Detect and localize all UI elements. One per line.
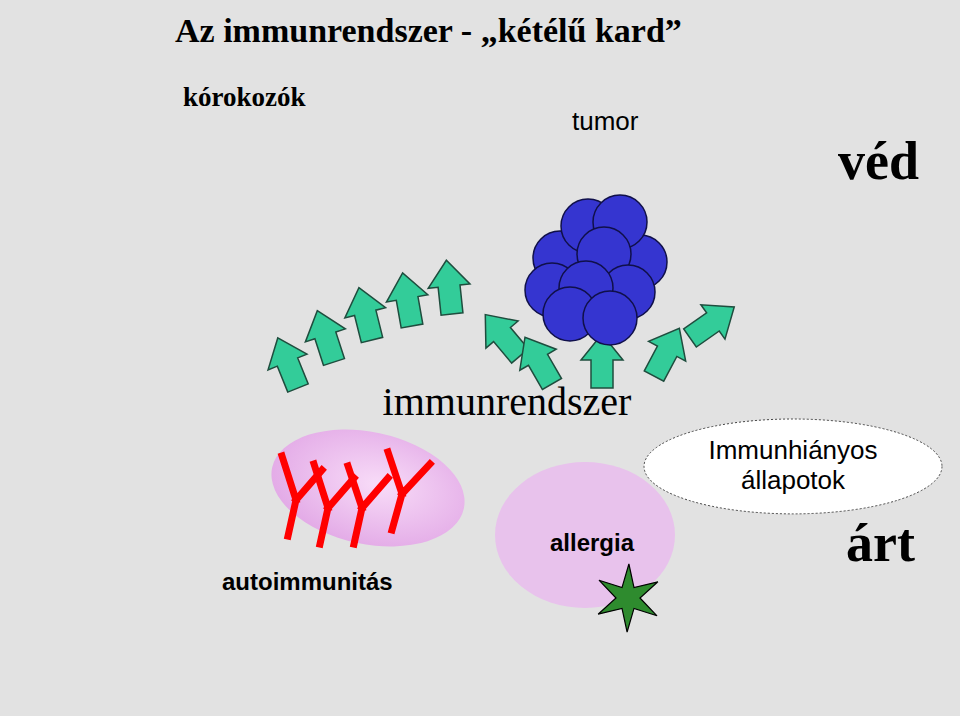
diagram-title: Az immunrendszer - „kétélű kard” bbox=[175, 12, 682, 50]
node-text: allergia bbox=[550, 529, 634, 557]
node-outline-group bbox=[495, 462, 675, 632]
white-ellipse-shape bbox=[644, 419, 942, 514]
node-text: immunrendszer bbox=[383, 379, 632, 425]
node-text: Immunhiányos állapotok bbox=[693, 436, 893, 496]
tumor-label: tumor bbox=[572, 106, 638, 137]
side-label: véd bbox=[838, 130, 919, 192]
allergen-star bbox=[598, 564, 658, 632]
immunodeficiency-ellipse: Immunhiányos állapotok bbox=[643, 418, 943, 515]
side-label: árt bbox=[846, 512, 915, 574]
allergy-circle: allergia bbox=[495, 462, 675, 608]
node-outline-group bbox=[644, 419, 942, 514]
autoimmunity-label: autoimmunitás bbox=[222, 568, 393, 596]
group-label: kórokozók bbox=[183, 82, 306, 113]
